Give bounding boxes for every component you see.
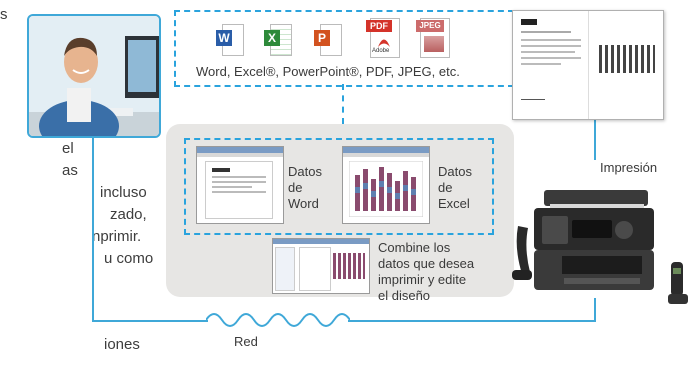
left-text-line-0: s bbox=[0, 6, 8, 23]
network-label: Red bbox=[234, 334, 258, 349]
printed-output-page bbox=[512, 10, 664, 120]
word-data-label: Datos de Word bbox=[288, 164, 322, 211]
network-line-right-lower bbox=[594, 298, 596, 322]
left-text-line-7: u como bbox=[104, 250, 154, 267]
office-worker-photo bbox=[27, 14, 161, 138]
pdf-icon: PDF Adobe bbox=[366, 18, 400, 58]
excel-document-thumbnail bbox=[342, 146, 430, 224]
document-formats-caption: Word, Excel®, PowerPoint®, PDF, JPEG, et… bbox=[196, 64, 460, 79]
word-document-thumbnail bbox=[196, 146, 284, 224]
left-text-line-8: iones bbox=[104, 336, 140, 353]
cordless-handset bbox=[668, 262, 688, 304]
network-line-bottom-left bbox=[92, 320, 208, 322]
left-text-line-3: as bbox=[62, 162, 78, 179]
left-text-line-4: incluso bbox=[100, 184, 147, 201]
dotted-connector bbox=[342, 84, 344, 124]
excel-data-label: Datos de Excel bbox=[438, 164, 472, 211]
left-text-line-6: nprimir. bbox=[92, 228, 142, 245]
left-text-line-5: zado, bbox=[110, 206, 147, 223]
multifunction-printer bbox=[512, 190, 654, 290]
word-icon: W bbox=[216, 22, 244, 56]
network-line-right bbox=[594, 118, 596, 160]
jpeg-icon: JPEG bbox=[416, 18, 450, 58]
network-wave bbox=[206, 313, 350, 327]
data-sources-box bbox=[184, 138, 494, 235]
combine-label: Combine los datos que desea imprimir y e… bbox=[378, 240, 475, 303]
powerpoint-icon: P bbox=[314, 22, 342, 56]
network-line-bottom-right bbox=[348, 320, 594, 322]
combined-layout-thumbnail bbox=[272, 238, 370, 294]
network-line-left bbox=[92, 134, 94, 322]
print-label: Impresión bbox=[600, 160, 658, 175]
left-text-line-2: el bbox=[62, 140, 74, 157]
excel-icon: X bbox=[264, 22, 292, 56]
